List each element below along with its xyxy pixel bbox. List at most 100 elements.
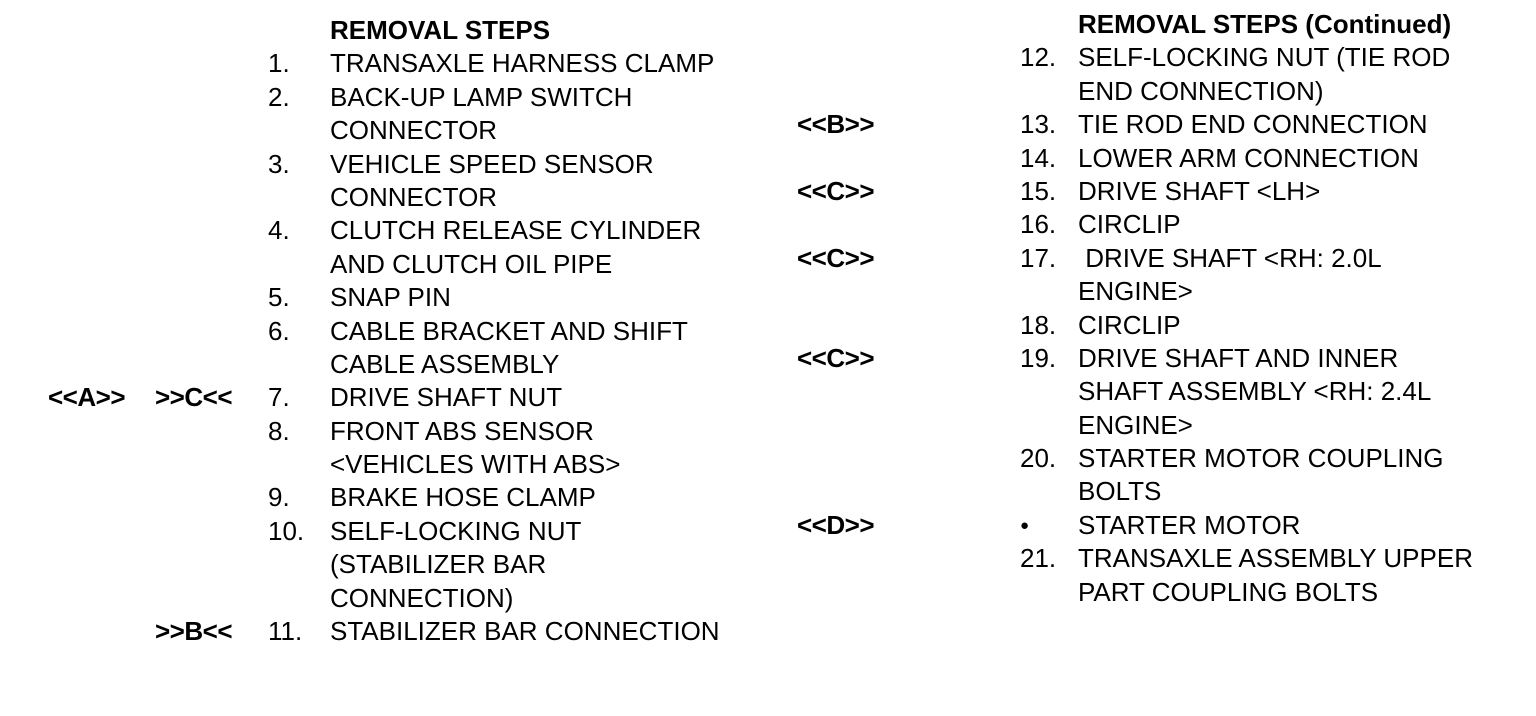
step-row: 12. SELF-LOCKING NUT (TIE ROD (0, 41, 1536, 74)
step-text: ENGINE> (1078, 276, 1193, 307)
step-row: 14. LOWER ARM CONNECTION (0, 142, 1536, 175)
step-row: 21. TRANSAXLE ASSEMBLY UPPER (0, 542, 1536, 575)
step-text: PART COUPLING BOLTS (1078, 576, 1379, 607)
step-text: TRANSAXLE ASSEMBLY UPPER (1078, 543, 1473, 574)
step-row: (STABILIZER BAR (0, 548, 1536, 581)
step-text: AND CLUTCH OIL PIPE (330, 248, 613, 279)
removal-steps-title: REMOVAL STEPS (330, 15, 551, 45)
step-row: <<C>> 15. DRIVE SHAFT <LH> (0, 175, 1536, 208)
step-number: 9. (268, 482, 290, 513)
step-text: LOWER ARM CONNECTION (1078, 142, 1419, 173)
step-text: END CONNECTION) (1078, 75, 1324, 106)
step-text: CABLE ASSEMBLY (330, 348, 560, 379)
step-number: 10. (268, 515, 305, 546)
step-text: CABLE BRACKET AND SHIFT (330, 315, 688, 346)
step-text: ENGINE> (1078, 409, 1193, 440)
step-text: DRIVE SHAFT <LH> (1078, 175, 1321, 206)
step-number: 21. (1020, 543, 1057, 574)
column-header-row: REMOVAL STEPS (0, 14, 1536, 47)
step-row: 2. BACK-UP LAMP SWITCH (0, 81, 1536, 114)
step-number: 7. (268, 382, 290, 413)
step-row: 9. BRAKE HOSE CLAMP (0, 481, 1536, 514)
step-text: FRONT ABS SENSOR (330, 415, 594, 446)
removal-steps-column-right: REMOVAL STEPS (Continued) 12.SELF-LOCKIN… (0, 8, 1536, 609)
step-row: <VEHICLES WITH ABS> (0, 448, 1536, 481)
step-row: CONNECTOR (0, 181, 1536, 214)
step-row: AND CLUTCH OIL PIPE (0, 248, 1536, 281)
step-number: 11. (268, 616, 303, 647)
step-row: 8. FRONT ABS SENSOR (0, 415, 1536, 448)
step-text: SNAP PIN (330, 282, 451, 313)
step-row: 4. CLUTCH RELEASE CYLINDER (0, 214, 1536, 247)
step-row: END CONNECTION) (0, 75, 1536, 108)
step-row: 16. CIRCLIP (0, 208, 1536, 241)
step-row: <<B>>13.TIE ROD END CONNECTION (0, 108, 1536, 141)
step-text: <VEHICLES WITH ABS> (330, 449, 621, 480)
step-number: 1. (268, 48, 290, 79)
step-row: 3. VEHICLE SPEED SENSOR (0, 148, 1536, 181)
step-row: 1. TRANSAXLE HARNESS CLAMP (0, 47, 1536, 80)
step-row: 6. CABLE BRACKET AND SHIFT (0, 315, 1536, 348)
step-text: CIRCLIP (1078, 209, 1181, 240)
step-row: ENGINE> (0, 409, 1536, 442)
step-number: 14. (1020, 142, 1057, 173)
service-point-marker: >>B<< (155, 616, 233, 647)
step-row: SHAFT ASSEMBLY <RH: 2.4L (0, 375, 1536, 408)
step-number: 13. (1020, 109, 1057, 140)
step-row: ENGINE> (0, 275, 1536, 308)
step-text: STARTER MOTOR (1078, 509, 1301, 540)
service-point-marker: <<A>> (48, 382, 126, 413)
step-number: 8. (268, 415, 290, 446)
step-text: CIRCLIP (1078, 309, 1181, 340)
step-text: (STABILIZER BAR (330, 549, 547, 580)
step-text: STARTER MOTOR COUPLING (1078, 443, 1444, 474)
service-point-marker: <<C>> (797, 242, 875, 273)
step-text: BRAKE HOSE CLAMP (330, 482, 596, 513)
step-text: CLUTCH RELEASE CYLINDER (330, 215, 702, 246)
step-row: 20.STARTER MOTOR COUPLING (0, 442, 1536, 475)
step-row: CONNECTION) (0, 582, 1536, 615)
step-number: 5. (268, 282, 290, 313)
step-text: TRANSAXLE HARNESS CLAMP (330, 48, 715, 79)
service-point-marker: <<D>> (797, 509, 875, 540)
service-point-marker: >>C<< (155, 382, 233, 413)
step-text: TIE ROD END CONNECTION (1078, 109, 1428, 140)
step-number: 4. (268, 215, 290, 246)
step-number: 17. (1020, 242, 1057, 273)
step-number: 3. (268, 148, 290, 179)
step-number: 16. (1020, 209, 1057, 240)
step-text: DRIVE SHAFT <RH: 2.0L (1078, 242, 1382, 273)
step-number: 6. (268, 315, 290, 346)
step-text: CONNECTOR (330, 181, 498, 212)
step-number: 2. (268, 81, 290, 112)
step-number: 18. (1020, 309, 1057, 340)
step-text: CONNECTION) (330, 582, 514, 613)
step-row: <<C>> 17. DRIVE SHAFT <RH: 2.0L (0, 242, 1536, 275)
step-text: BOLTS (1078, 476, 1162, 507)
step-number: 19. (1020, 342, 1057, 373)
service-point-marker: <<C>> (797, 342, 875, 373)
step-text: SHAFT ASSEMBLY <RH: 2.4L (1078, 376, 1432, 407)
step-row: CONNECTOR (0, 114, 1536, 147)
step-text: DRIVE SHAFT NUT (330, 382, 563, 413)
step-text: VEHICLE SPEED SENSOR (330, 148, 654, 179)
step-row: BOLTS (0, 475, 1536, 508)
step-row: 18. CIRCLIP (0, 309, 1536, 342)
step-row: PART COUPLING BOLTS (0, 576, 1536, 609)
step-number: 15. (1020, 175, 1057, 206)
step-text: CONNECTOR (330, 115, 498, 146)
step-number: 12. (1020, 42, 1057, 73)
step-row: <<D>> ● STARTER MOTOR (0, 509, 1536, 542)
step-row: CABLE ASSEMBLY (0, 348, 1536, 381)
service-point-marker: <<C>> (797, 175, 875, 206)
step-text: SELF-LOCKING NUT (TIE ROD (1078, 42, 1451, 73)
step-row: <<C>> 19. DRIVE SHAFT AND INNER (0, 342, 1536, 375)
step-text: BACK-UP LAMP SWITCH (330, 81, 633, 112)
step-text: SELF-LOCKING NUT (330, 515, 582, 546)
step-row: 10. SELF-LOCKING NUT (0, 515, 1536, 548)
step-row: 5. SNAP PIN (0, 281, 1536, 314)
step-text: DRIVE SHAFT AND INNER (1078, 342, 1399, 373)
bullet-icon: ● (1020, 516, 1030, 534)
